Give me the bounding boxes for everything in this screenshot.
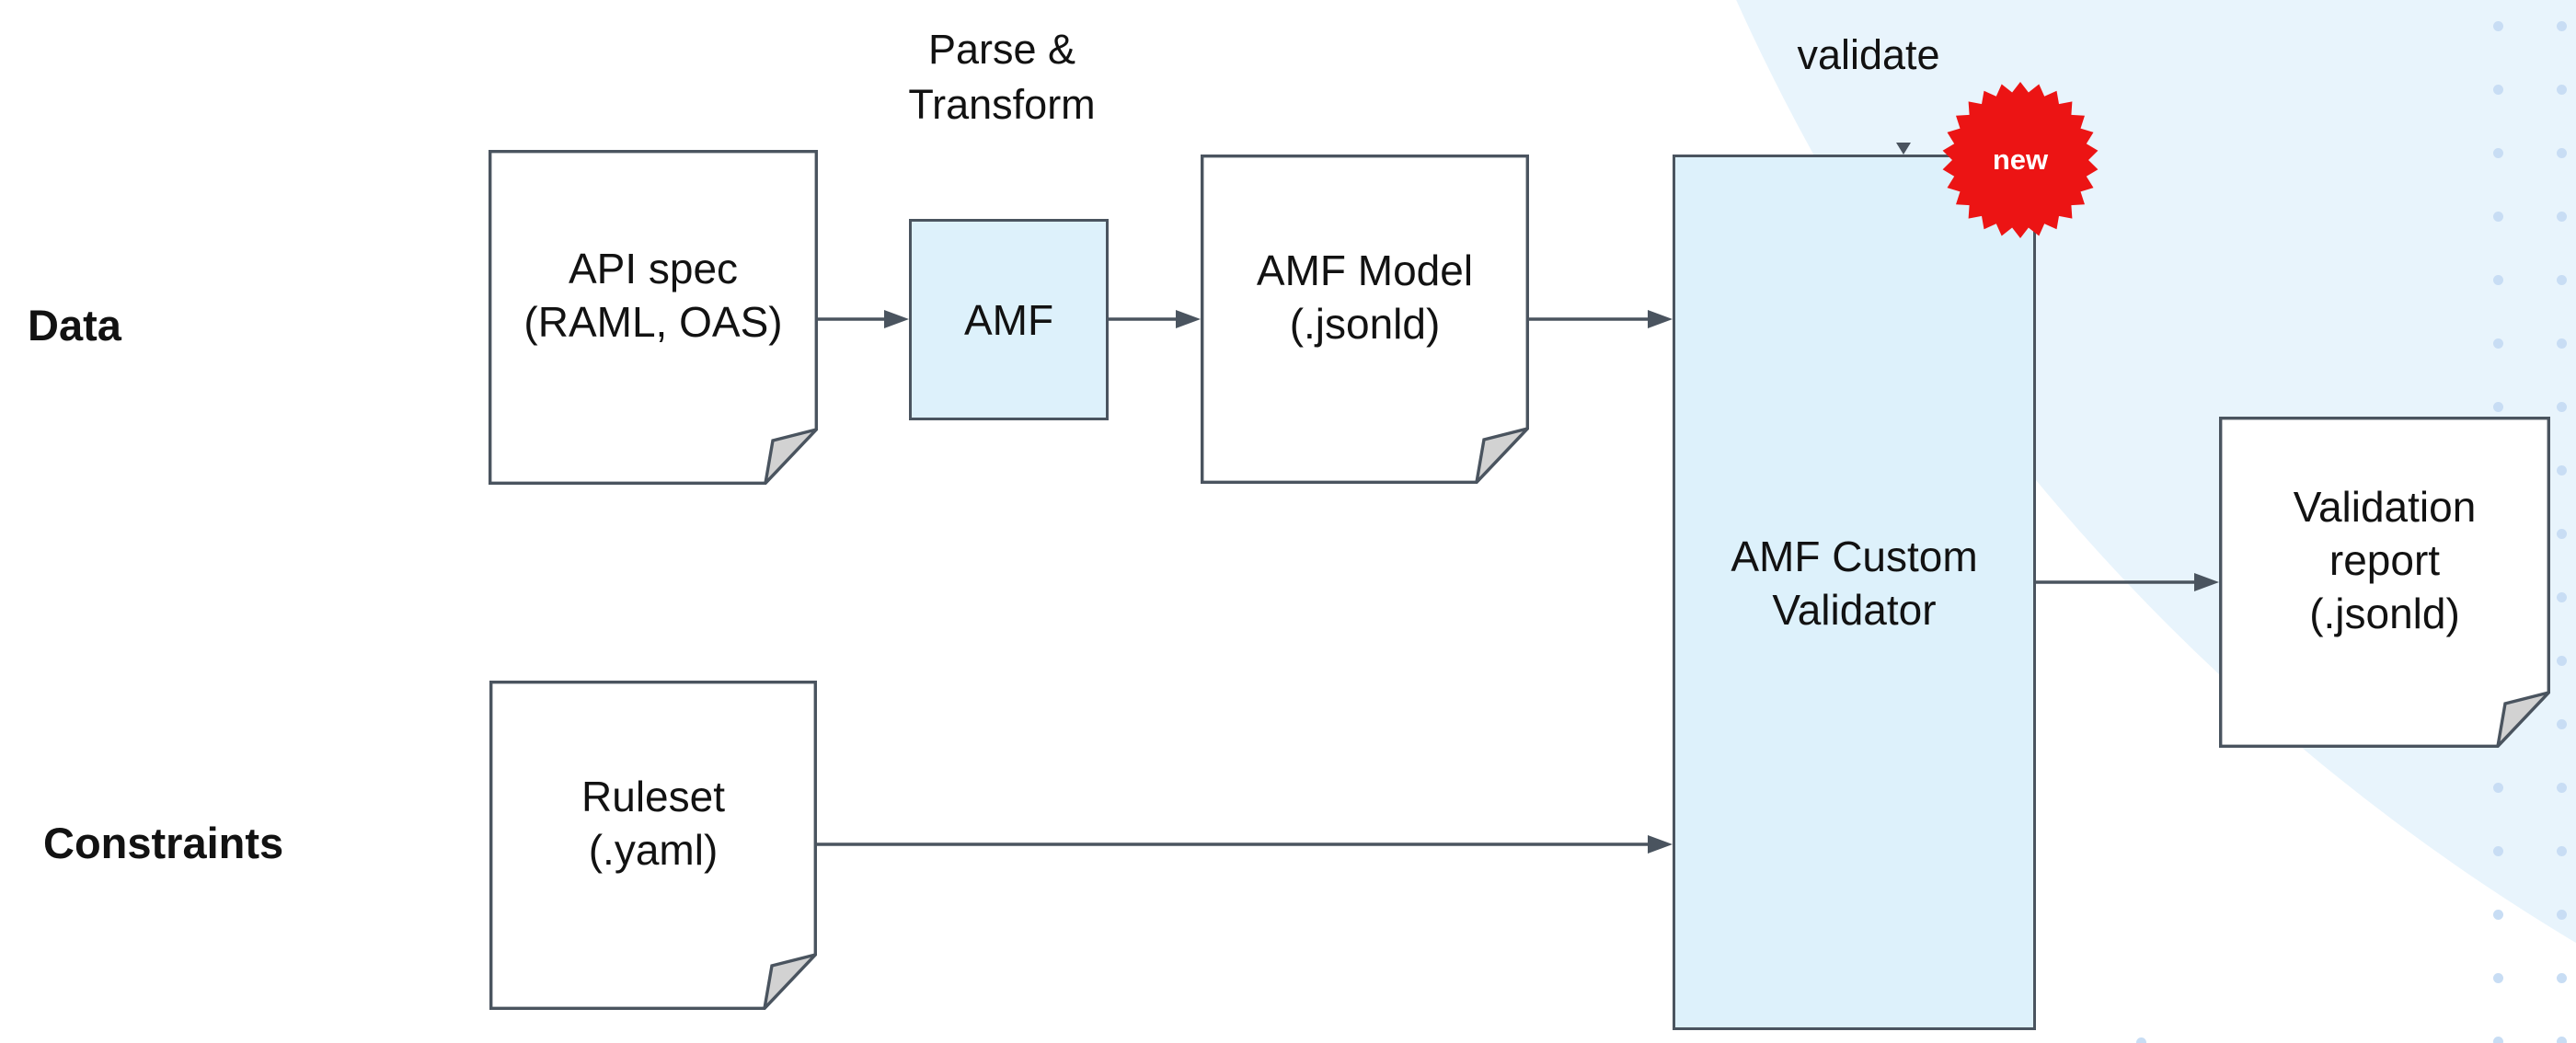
node-validation-report: Validation report (.jsonld)	[2219, 417, 2550, 748]
new-badge-label: new	[1992, 143, 2049, 176]
document-shape-icon	[2219, 417, 2550, 748]
dot	[2492, 211, 2503, 222]
dot	[2556, 464, 2567, 476]
flow-label-parse-line1: Parse &	[927, 26, 1076, 73]
new-badge: new	[1938, 77, 2103, 243]
dot	[2556, 782, 2567, 793]
flow-label-parse-transform: Parse & Transform	[836, 22, 1167, 132]
dot	[2556, 528, 2567, 539]
dot	[2492, 20, 2503, 31]
node-amf-model: AMF Model (.jsonld)	[1201, 155, 1529, 484]
row-label-constraints: Constraints	[43, 819, 284, 867]
dot	[2492, 338, 2503, 349]
dot	[2492, 909, 2503, 920]
arrow-validator-to-report	[2036, 573, 2219, 591]
row-label-data: Data	[28, 301, 121, 350]
dot	[2556, 20, 2567, 31]
dot	[2492, 845, 2503, 856]
arrow-validate-into-validator	[1896, 143, 1911, 155]
node-amf-label: AMF	[963, 295, 1054, 344]
node-api-spec: API spec (RAML, OAS)	[489, 150, 818, 485]
flow-label-parse-line2: Transform	[908, 81, 1096, 128]
document-shape-icon	[1201, 155, 1529, 484]
dot	[2556, 211, 2567, 222]
dot	[2556, 718, 2567, 729]
starburst-icon	[1942, 82, 2099, 238]
node-ruleset: Ruleset (.yaml)	[489, 681, 817, 1010]
node-api-spec-label: API spec (RAML, OAS)	[523, 245, 783, 346]
dot	[2556, 401, 2567, 412]
dot	[2556, 274, 2567, 285]
node-amf: AMF	[909, 219, 1109, 420]
arrow-ruleset-to-validator	[817, 835, 1673, 854]
flow-label-validate: validate	[1797, 31, 1940, 78]
node-validation-report-label: Validation report (.jsonld)	[2293, 483, 2477, 637]
dot	[2492, 401, 2503, 412]
node-amf-model-label: AMF Model (.jsonld)	[1256, 246, 1474, 348]
dot	[2556, 972, 2567, 983]
dot	[2492, 782, 2503, 793]
node-amf-custom-validator: AMF Custom Validator	[1673, 155, 2036, 1030]
dot	[2492, 972, 2503, 983]
document-shape-icon	[489, 681, 817, 1010]
dot	[2556, 655, 2567, 666]
dot	[2556, 147, 2567, 158]
dot	[2492, 84, 2503, 95]
arrow-amf-to-amfmodel	[1109, 310, 1201, 328]
dot	[2492, 274, 2503, 285]
dot	[2135, 1037, 2146, 1043]
dot	[2556, 338, 2567, 349]
node-ruleset-label: Ruleset (.yaml)	[581, 773, 725, 874]
dot	[2492, 1036, 2503, 1043]
dot	[2556, 1036, 2567, 1043]
dot	[2556, 591, 2567, 602]
dot	[2492, 147, 2503, 158]
node-amf-custom-validator-label: AMF Custom Validator	[1731, 533, 1978, 634]
dot	[2556, 909, 2567, 920]
dot	[2556, 84, 2567, 95]
document-shape-icon	[489, 150, 818, 485]
arrow-amfmodel-to-validator	[1529, 310, 1673, 328]
arrow-apispec-to-amf	[818, 310, 909, 328]
dot	[2556, 845, 2567, 856]
